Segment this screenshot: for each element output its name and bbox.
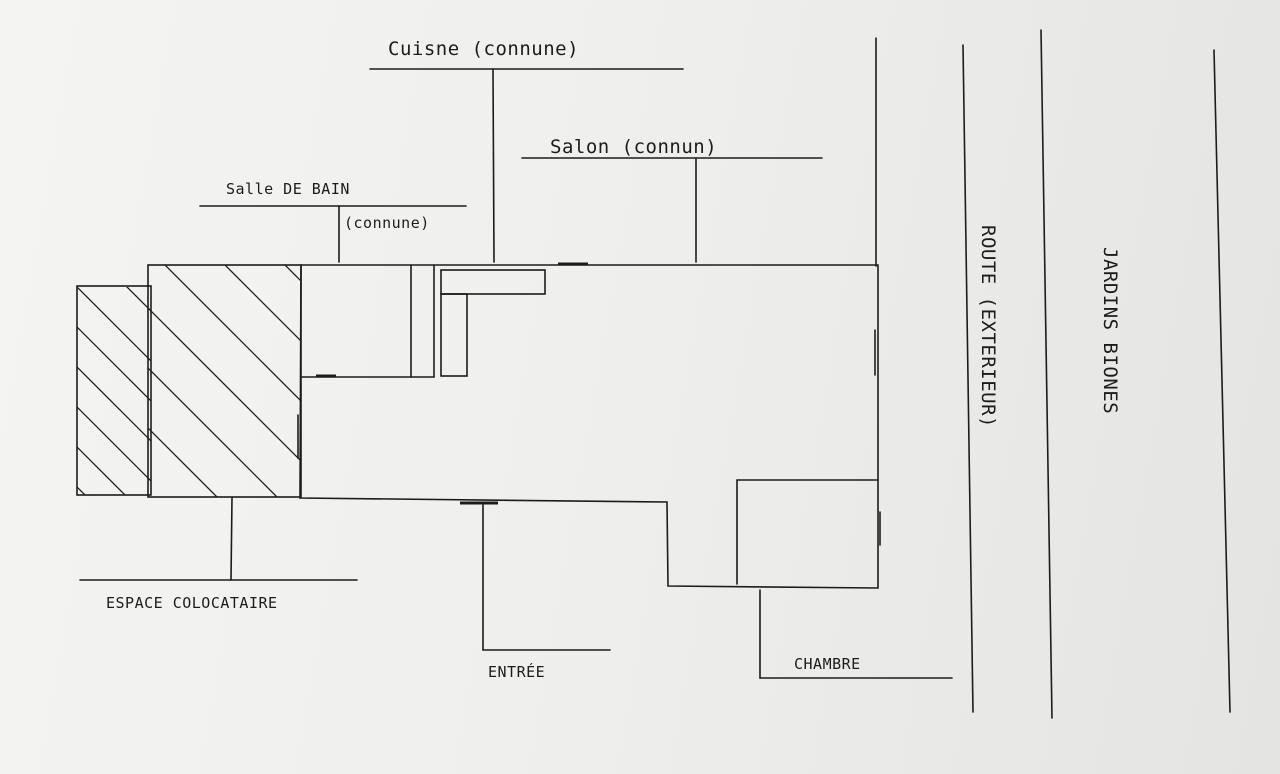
label-entree: ENTRÉE [488,662,545,681]
label-salon: Salon (connun) [550,136,717,158]
chambre-room [297,329,881,585]
label-leaders [79,68,953,679]
label-chambre: CHAMBRE [794,655,861,673]
label-cuisine: Cuisne (connune) [388,38,579,60]
espace-colocataire-hatched-block [76,264,302,498]
label-salle-de-bain-note: (connune) [344,214,430,232]
label-salle-de-bain: Salle DE BAIN [226,180,350,198]
label-espace-colocataire: ESPACE COLOCATAIRE [106,594,278,612]
cuisine-counter [440,269,546,377]
apartment-walls [299,262,879,589]
salle-de-bain-room [300,264,435,378]
label-route: ROUTE (EXTERIEUR) [977,225,999,428]
exterior-lines [875,29,1231,719]
label-jardins: JARDINS BIONES [1099,247,1121,414]
